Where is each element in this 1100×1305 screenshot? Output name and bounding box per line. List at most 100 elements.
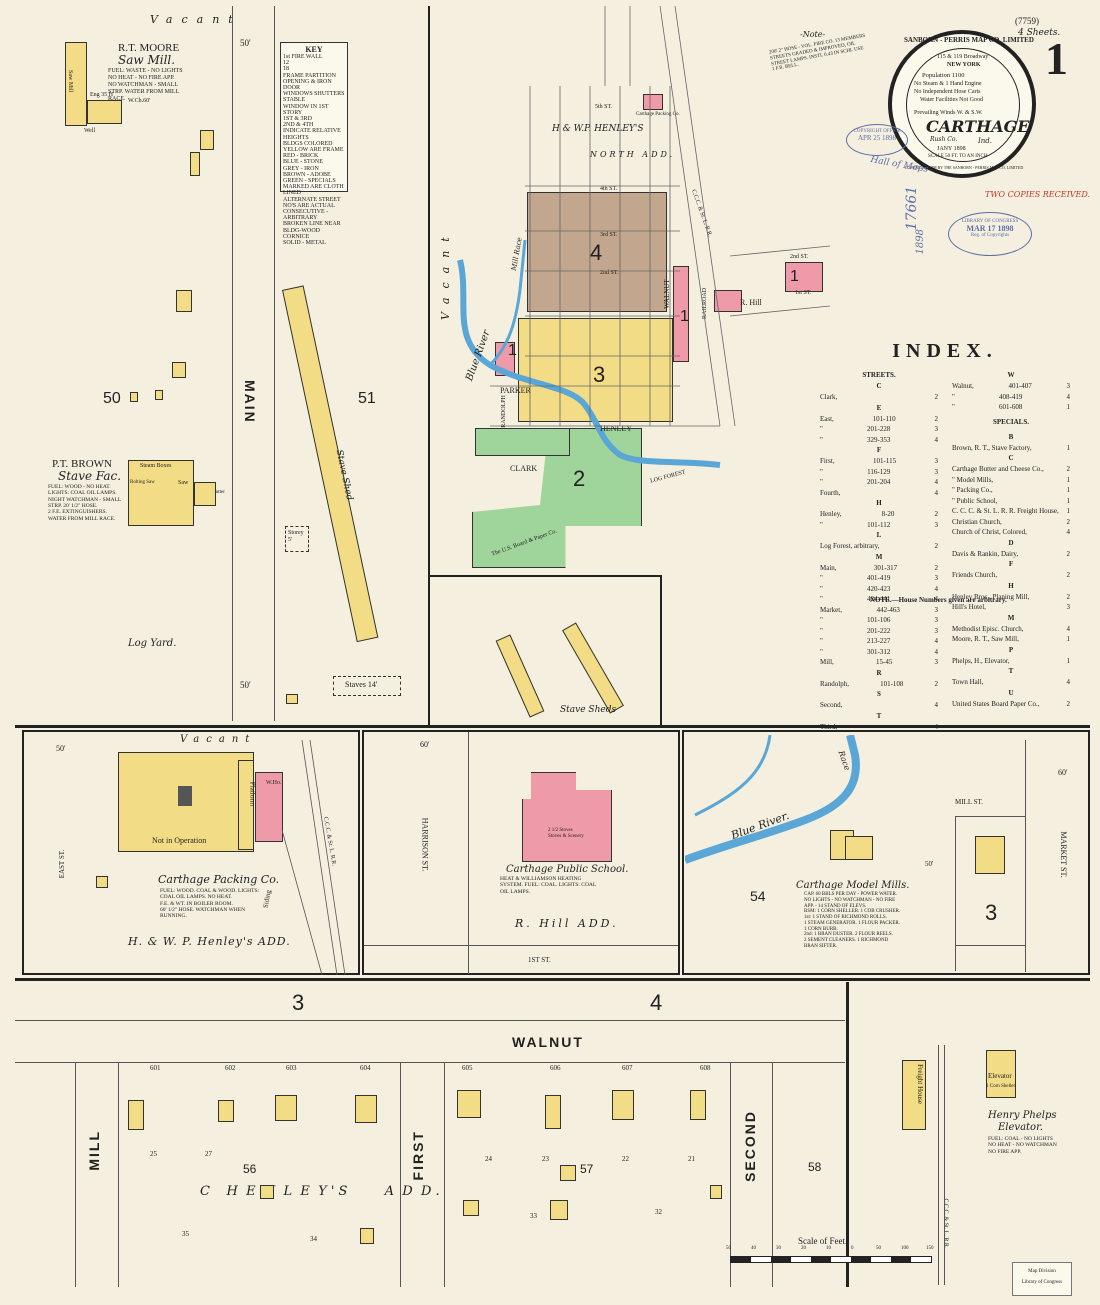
bottom-block-4: 4 (650, 990, 663, 1015)
block-57: 57 (580, 1162, 594, 1176)
index-entry-sheet: 4 (1066, 678, 1071, 686)
st5-label: 5th ST. (595, 104, 613, 110)
school-first-st: 1ST ST. (528, 956, 551, 964)
elevator-label: Elevator (988, 1072, 1012, 1080)
staves-label: Staves 14' (345, 680, 378, 689)
index-entry-sheet: 3 (934, 520, 939, 529)
index-entry: " Model Mills,1 (952, 475, 1070, 486)
main-street-right-line (274, 6, 275, 721)
index-entry-name: Log Forest, arbitrary, (820, 542, 880, 550)
library-footer-stamp: Map Division Library of Congress (1012, 1262, 1072, 1296)
index-entry-sheet: 1 (1066, 443, 1071, 452)
mills-street-line (955, 816, 956, 971)
key-row: GREY - IRON (283, 165, 319, 172)
key-row: INDICATE RELATIVE HEIGHTS (283, 128, 341, 141)
index-entry: Second,4 (820, 700, 938, 711)
packing-east-st: EAST ST. (58, 849, 67, 879)
key-row: ALTERNATE STREET NO'S ARE ACTUAL (283, 196, 341, 209)
key-row: 18 (283, 66, 289, 73)
house-606 (545, 1095, 561, 1129)
map-division-text: Map Division (1028, 1269, 1056, 1274)
mills-wing (845, 836, 873, 860)
town-panel-right (660, 575, 662, 725)
north-add-town: NORTH ADD. (590, 150, 676, 159)
scale-tick: 30 (776, 1246, 781, 1251)
elevator-building (986, 1050, 1016, 1098)
index-letter: E (876, 403, 882, 412)
index-entry: Town Hall,4 (952, 677, 1070, 688)
index-entry-range: 101-108 (880, 679, 904, 688)
index-entry-name: " (820, 637, 823, 645)
elevator-notes: FUEL: COAL - NO LIGHTS NO HEAT - NO WATC… (988, 1136, 1057, 1155)
block-58: 58 (808, 1160, 822, 1174)
walnut-street-top (15, 1020, 845, 1021)
index-entry-name: " (820, 626, 823, 635)
school-title: Carthage Public School. (506, 864, 629, 875)
index-entry-name: Mill, (820, 658, 834, 666)
index-entry-name: Fourth, (820, 488, 841, 497)
lot-address: 608 (700, 1064, 711, 1072)
cartouche-copyright: COPYRIGHT 1898 BY THE SANBORN - PERRIS M… (904, 165, 1024, 170)
house-604 (355, 1095, 377, 1123)
cartouche-winds: Prevailing Winds W. & S.W. (914, 110, 983, 116)
st1-east: 1st ST. (795, 290, 812, 296)
index-entry-name: Friends Church, (952, 571, 998, 579)
index-entry-range: 213-227 (867, 637, 891, 645)
lot-number: 27 (205, 1150, 212, 1158)
index-entry: Church of Christ, Colored,4 (952, 527, 1070, 538)
key-row: GREEN - SPECIALS (283, 178, 336, 185)
index-entry-name: First, (820, 457, 835, 465)
bottom-block-3: 3 (292, 990, 305, 1015)
outbuilding (155, 390, 163, 400)
index-letter: P (1008, 645, 1014, 654)
index-entry-sheet: 3 (1066, 603, 1071, 611)
rhill-town: R. Hill (740, 298, 762, 307)
fifty-foot-label-bottom: 50' (240, 680, 251, 690)
index-letter: C (876, 382, 882, 390)
index-letter: C (1008, 454, 1014, 462)
index-entry: Brown, R. T., Stave Factory, 1 (952, 443, 1070, 454)
index-entry-range: 601-608 (999, 403, 1023, 411)
packing-platform (238, 760, 254, 850)
packing-small-shed (96, 876, 108, 888)
index-entry-sheet: 3 (934, 626, 938, 635)
lot-address: 606 (550, 1064, 561, 1072)
index-entry: Clark,2 (820, 392, 938, 403)
stave-sheds-label: Stave Sheds (560, 705, 617, 715)
mills-east-building (975, 836, 1005, 874)
key-row: BROWN - ADOBE (283, 171, 331, 178)
stave-factory-notes: FUEL: WOOD - NO HEAT. LIGHTS: COAL OIL L… (48, 484, 122, 522)
index-entry-range: 301-317 (873, 563, 898, 572)
index-entry-range: 101-115 (873, 457, 897, 465)
index-entry-sheet: 1 (1066, 486, 1071, 494)
blue-river-town (457, 240, 721, 468)
sheets-count: 4 Sheets. (1018, 28, 1061, 38)
area-label-3: 3 (593, 362, 606, 387)
lot-number: 33 (530, 1212, 537, 1220)
index-entry: Fourth,4 (820, 488, 938, 499)
st4-label: 4th ST. (600, 186, 618, 192)
index-entry-name: Moore, R. T., Saw Mill, (952, 635, 1019, 643)
cartouche-town: CARTHAGE (926, 117, 1030, 136)
key-row: 2ND & 4TH (283, 122, 314, 129)
index-entry-name: Carthage Butter and Cheese Co., (952, 465, 1044, 473)
note-title: -Note- (800, 30, 826, 39)
key-row: 1st FIRE WALL (283, 54, 323, 60)
index-entry-sheet: 4 (1066, 392, 1070, 401)
index-entry-name: Brown, R. T., Stave Factory, (952, 443, 1032, 452)
index-entry: Christian Church,2 (952, 517, 1070, 528)
block-54: 54 (750, 888, 766, 904)
index-entry-sheet: 2 (1066, 465, 1071, 473)
copyright-office-stamp: COPYRIGHT OFFICE APR 25 1898 (846, 124, 908, 156)
stave-shed-right (562, 622, 624, 714)
key-row: BROKEN LINE NEAR BLDG-WOOD CORNICE (283, 221, 341, 240)
elevator-track-2 (944, 1045, 945, 1285)
town-area-4 (527, 192, 667, 312)
index-entry-range: 101-110 (872, 414, 896, 423)
index-entry-range: 424-441 (867, 595, 891, 603)
